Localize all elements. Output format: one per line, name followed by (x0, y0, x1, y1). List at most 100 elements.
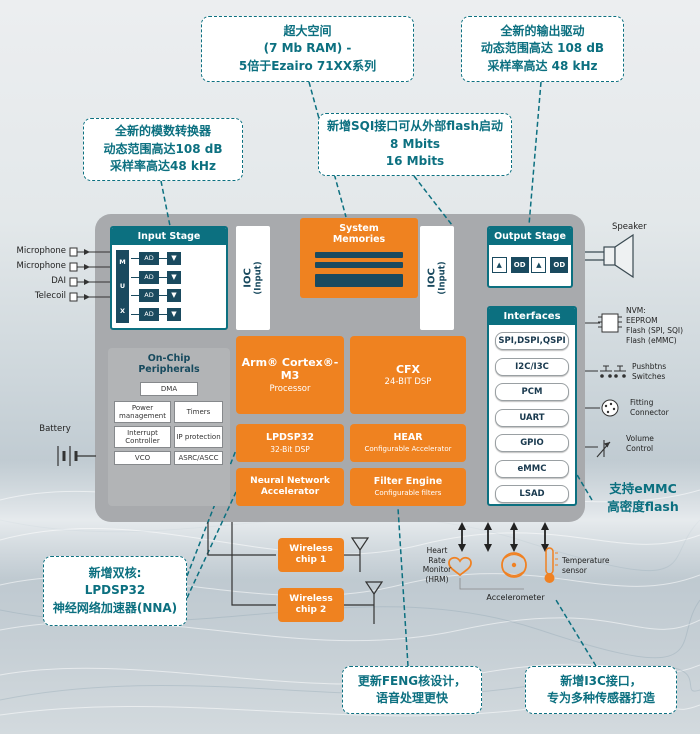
interface-lsad: LSAD (495, 485, 569, 503)
up-arrow-icon: ▲ (531, 257, 547, 273)
label-temperature-sensor: Temperature sensor (562, 556, 624, 575)
system-memories-block: System Memories (300, 218, 418, 298)
timers-block: Timers (174, 400, 223, 423)
interface-gpio: GPIO (495, 434, 569, 452)
callout-emmc: 支持eMMC 高密度flash (592, 480, 694, 516)
interfaces-title: Interfaces (489, 308, 575, 325)
memory-bank-bar (315, 261, 403, 268)
callout-i3c: 新增I3C接口， 专为多种传感器打造 (525, 666, 677, 714)
memory-bank-bar (315, 273, 403, 287)
output-driver-group: ▲ OD (491, 257, 529, 273)
ioc-sublabel: (Input) (253, 261, 264, 295)
onchip-peripherals-block: On-Chip Peripherals DMA Power management… (108, 348, 230, 506)
up-arrow-icon: ▲ (491, 257, 507, 273)
callout-sqi: 新增SQI接口可从外部flash启动 8 Mbits 16 Mbits (318, 113, 512, 176)
label-telecoil: Telecoil (34, 291, 66, 301)
interfaces-block: Interfaces SPI,DSPI,QSPI I2C/I3C PCM UAR… (487, 306, 577, 506)
callout-dual-core: 新增双核: LPDSP32 神经网络加速器(NNA) (43, 556, 187, 626)
label-battery: Battery (39, 424, 71, 434)
adc-channel-row: AD ▼ (131, 270, 224, 284)
callout-line: 新增SQI接口可从外部flash启动 (327, 119, 503, 134)
callout-line: 全新的模数转换器 (114, 124, 211, 139)
decimator-icon: ▼ (167, 308, 181, 322)
hear-title: HEAR (393, 432, 423, 444)
nvm-line: Flash (SPI, SQI) (626, 326, 684, 335)
label-speaker: Speaker (612, 222, 647, 232)
hrm-line: Heart (426, 546, 448, 555)
callout-line: LPDSP32 (84, 583, 146, 598)
ad-converter: AD (139, 270, 159, 284)
power-management-block: Power management (114, 400, 171, 423)
callout-line: 高密度flash (607, 499, 679, 515)
interface-spi-dspi-qspi: SPI,DSPI,QSPI (495, 332, 569, 350)
nna-title: Neural Network (250, 476, 330, 487)
adc-channel-row: AD ▼ (131, 251, 224, 265)
ad-converter: AD (139, 251, 159, 265)
callout-ram: 超大空间 (7 Mb RAM) - 5倍于Ezairo 71XX系列 (201, 16, 414, 82)
mux-letter: M (119, 258, 126, 267)
ioc-input-right: IOC (Input) (420, 226, 454, 330)
interface-i2c-i3c: I2C/I3C (495, 357, 569, 376)
label-accelerometer: Accelerometer (486, 593, 545, 602)
neural-network-accelerator-block: Neural Network Accelerator (236, 468, 344, 506)
callout-line: 神经网络加速器(NNA) (52, 600, 178, 615)
cfx-title: CFX (395, 362, 421, 376)
callout-line: 采样率高达48 kHz (110, 159, 216, 174)
cfx-subtitle: 24-BIT DSP (384, 376, 432, 387)
ioc-label: IOC (242, 268, 254, 288)
output-stage-block: Output Stage ▲ OD ▲ OD (487, 226, 573, 288)
callout-feng: 更新FENG核设计， 语音处理更快 (342, 666, 482, 714)
interface-emmc: eMMC (495, 459, 569, 478)
callout-line: 专为多种传感器打造 (546, 691, 655, 705)
lpdsp32-block: LPDSP32 32-Bit DSP (236, 424, 344, 462)
mux-letter: X (119, 306, 125, 315)
hrm-line: Monitor (422, 565, 452, 574)
cortex-m3-title: Arm® Cortex®-M3 (241, 356, 339, 383)
pushbtns-line: Switches (632, 372, 666, 381)
wireless1-line: chip 1 (295, 555, 327, 565)
interface-pcm: PCM (495, 383, 569, 401)
wireless-chip-1-block: Wireless chip 1 (278, 538, 344, 572)
wireless-chip-2-block: Wireless chip 2 (278, 588, 344, 622)
ad-converter: AD (139, 308, 159, 322)
interrupt-controller-block: Interrupt Controller (114, 425, 171, 449)
label-dai: DAI (51, 276, 66, 286)
callout-adc: 全新的模数转换器 动态范围高达108 dB 采样率高达48 kHz (83, 118, 243, 181)
callout-line: 新增双核: (88, 565, 142, 580)
callout-line: 16 Mbits (385, 154, 445, 169)
label-nvm: NVM: EEPROM Flash (SPI, SQI) Flash (eMMC… (626, 306, 700, 346)
hrm-line: Rate (428, 555, 446, 565)
wireless1-line: Wireless (289, 544, 333, 555)
hear-accelerator-block: HEAR Configurable Accelerator (350, 424, 466, 462)
ioc-sublabel: (Input) (437, 261, 448, 295)
callout-line: 动态范围高达108 dB (103, 141, 223, 156)
system-memories-title: System (339, 223, 379, 234)
output-stage-title: Output Stage (489, 228, 571, 245)
callout-line: 动态范围高达 108 dB (480, 41, 605, 56)
filter-engine-title: Filter Engine (373, 476, 443, 488)
adc-channel-row: AD ▼ (131, 289, 224, 303)
decimator-icon: ▼ (167, 251, 181, 265)
callout-line: 超大空间 (283, 23, 332, 38)
callout-line: 采样率高达 48 kHz (487, 58, 598, 73)
decimator-icon: ▼ (167, 270, 181, 284)
peripherals-title: Peripherals (138, 364, 200, 376)
filter-engine-subtitle: Configurable filters (374, 488, 442, 497)
vco-block: VCO (114, 451, 171, 466)
memory-bank-bar (315, 251, 403, 258)
volume-line: Control (626, 444, 654, 453)
hear-subtitle: Configurable Accelerator (364, 444, 452, 453)
decimator-icon: ▼ (167, 289, 181, 303)
callout-line: 语音处理更快 (375, 691, 448, 705)
temperature-line: sensor (562, 565, 587, 575)
callout-line: 新增I3C接口， (560, 673, 642, 688)
callout-line: 支持eMMC (609, 481, 677, 496)
label-hrm: Heart Rate Monitor (HRM) (418, 546, 456, 584)
callout-line: 8 Mbits (389, 136, 441, 151)
mux-letter: U (119, 282, 126, 291)
callout-line: (7 Mb RAM) - (263, 41, 352, 56)
pushbtns-line: Pushbtns (632, 362, 667, 371)
od-block: OD (550, 257, 569, 273)
wireless2-line: Wireless (289, 594, 333, 605)
